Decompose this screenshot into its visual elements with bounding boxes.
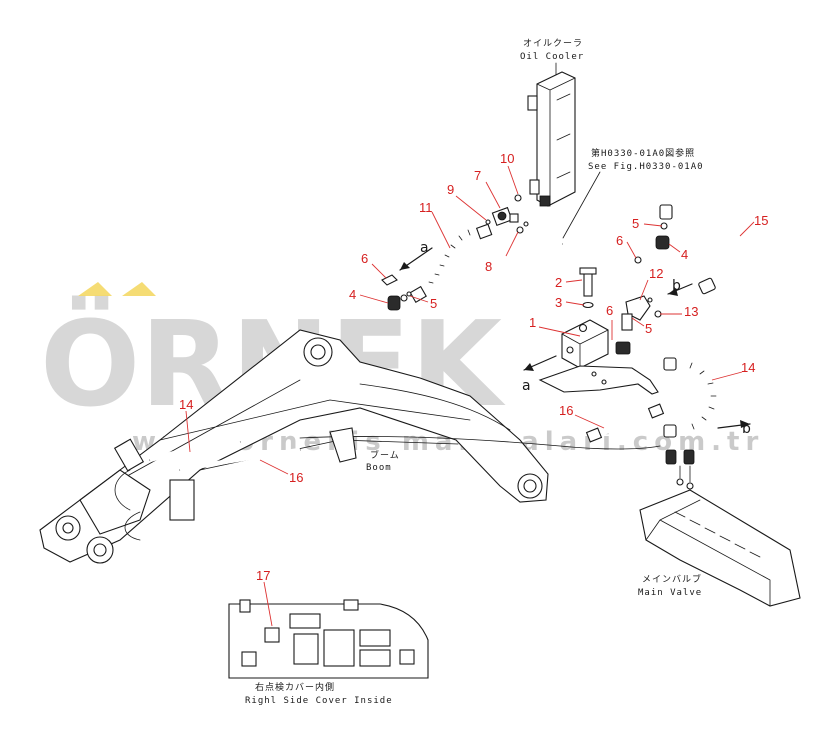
callout-14-right: 14 [741,360,755,375]
watermark-accent-left [78,282,112,296]
arrow-b-bottom-label: b [742,421,751,437]
main-valve: メインバルブ Main Valve [638,449,801,607]
watermark: ÖRNEK www.ornekis makinalari.com.tr [40,282,758,457]
callout-16-center: 16 [559,403,573,418]
boom: ブーム Boom [39,329,661,564]
callout-4-top-right: 4 [681,247,688,262]
callout-12: 12 [649,266,663,281]
hose-15: b [654,204,744,318]
callout-14-left: 14 [179,397,193,412]
callout-6-mid: 6 [606,303,613,318]
callout-5-left: 5 [430,296,437,311]
boom-label-jp: ブーム [370,449,400,461]
hose-16-center [585,403,665,443]
oil-cooler-label-en: Oil Cooler [520,52,584,62]
callout-10: 10 [500,151,514,166]
callout-6-top: 6 [616,233,623,248]
callout-9: 9 [447,182,454,197]
main-valve-label-jp: メインバルブ [642,573,702,585]
see-fig-label-en: See Fig.H0330-01A0 [588,162,704,172]
callout-5-mid: 5 [645,321,652,336]
oil-cooler: オイルクーラ Oil Cooler [520,38,584,207]
main-valve-label-en: Main Valve [638,588,702,598]
callout-3: 3 [555,295,562,310]
cover-label-jp: 右点検カバー内側 [255,681,335,693]
callout-11: 11 [419,200,433,215]
see-fig-label-jp: 第H0330-01A0図参照 [591,147,695,159]
arrow-a-top-label: a [420,240,429,256]
callout-1: 1 [529,315,536,330]
arrow-a-bottom-label: a [522,378,531,394]
arrow-b-top-label: b [672,278,681,294]
callout-13: 13 [684,304,698,319]
callout-5-top-right: 5 [632,216,639,231]
watermark-accent-right [122,282,156,296]
callout-4-left: 4 [349,287,356,302]
cover-label-en: Righl Side Cover Inside [245,696,393,706]
side-cover: 右点検カバー内側 Righl Side Cover Inside [228,599,429,706]
oil-cooler-label-jp: オイルクーラ [523,38,583,49]
fitting-4-left [387,295,401,311]
callout-15: 15 [754,213,768,228]
hose-11-group: a [381,194,563,311]
callout-2: 2 [555,275,562,290]
boom-label-en: Boom [366,463,392,473]
valve-block-group: a [522,222,670,395]
callout-8: 8 [485,259,492,274]
callout-6-left: 6 [361,251,368,266]
callout-16-left: 16 [289,470,303,485]
callout-7: 7 [474,168,481,183]
hose-14-right: b [663,357,751,438]
callouts: 1 2 3 4 4 5 5 5 6 6 6 7 8 9 10 11 12 13 [179,151,768,627]
callout-17: 17 [256,568,270,583]
